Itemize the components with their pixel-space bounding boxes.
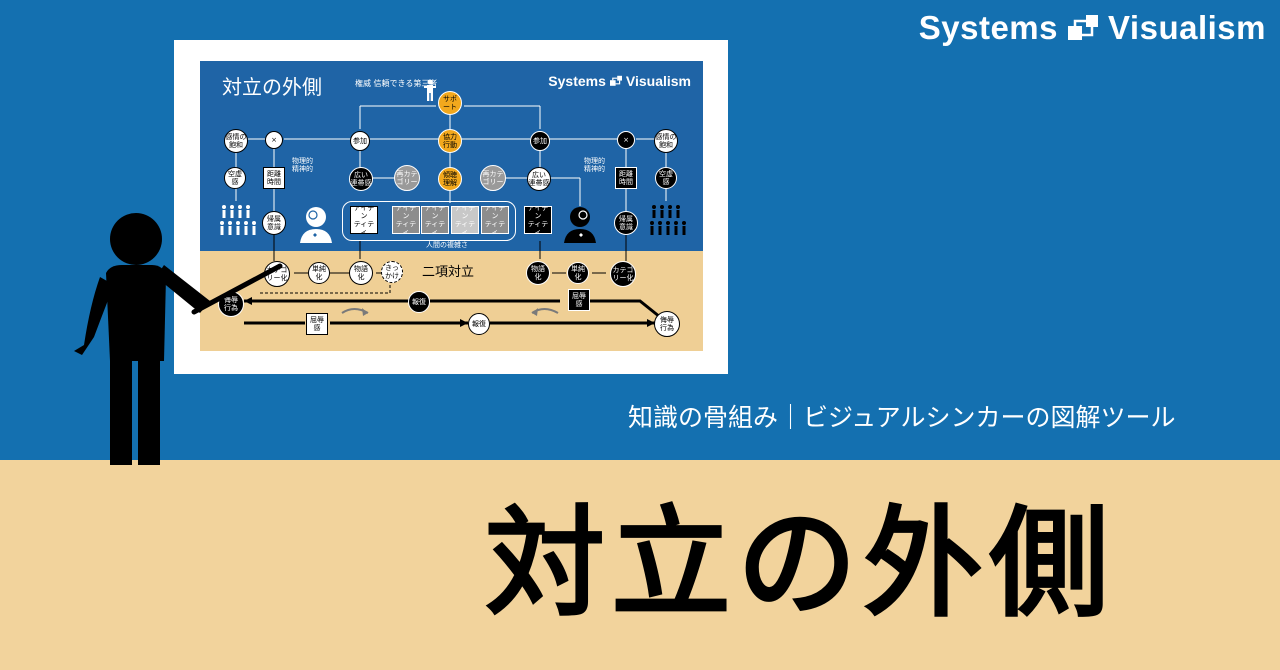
complexity-label: 人間の複雑さ — [426, 241, 468, 249]
node-participation-right: 参加 — [530, 131, 550, 151]
diagram-slide: 対立の外側 Systems Visualism 権威 信頼できる第三者 サポ ー… — [200, 61, 703, 351]
authority-label: 権威 信頼できる第三者 — [355, 79, 438, 88]
node-recategory-right: 再カテ ゴリー — [480, 165, 506, 191]
node-belonging-left: 帰属 意識 — [262, 211, 286, 235]
node-times-left: × — [265, 131, 283, 149]
physical-mental-label-left: 物理的 精神的 — [292, 157, 313, 173]
crowd-icon — [650, 205, 686, 235]
crowd-icon — [220, 205, 256, 235]
slide-brand-word-visualism: Visualism — [625, 73, 691, 89]
presenter-figure-icon — [74, 213, 210, 465]
node-distance-left: 距離 時間 — [263, 167, 285, 189]
thinking-head-icon — [300, 207, 332, 243]
node-revenge-left: 報復 — [408, 291, 430, 313]
node-times-right: × — [617, 131, 635, 149]
node-simplify-right: 単純 化 — [567, 262, 589, 284]
diagram-connections — [228, 105, 667, 327]
node-belonging-right: 帰属 意識 — [614, 211, 638, 235]
identity-box-3: アイデン ティティ — [421, 206, 449, 234]
node-affection-left: 感情の 飽和 — [224, 129, 248, 153]
brand-word-systems: Systems — [918, 9, 1059, 46]
brand-word-visualism: Visualism — [1108, 9, 1266, 46]
node-insult-right: 侮辱 行為 — [654, 311, 680, 337]
node-distance-right: 距離 時間 — [615, 167, 637, 189]
page-title: 対立の外側 — [485, 495, 1115, 634]
systems-visualism-logo-icon — [609, 75, 622, 86]
slide-title: 対立の外側 — [222, 75, 322, 99]
node-solidarity-right: 広い 連帯感 — [527, 167, 551, 191]
identity-box-2: アイデン ティティ — [392, 206, 420, 234]
node-affection-right: 感情の 飽和 — [654, 129, 678, 153]
slide-brand-word-systems: Systems — [548, 73, 606, 89]
identity-group — [342, 201, 516, 241]
node-trigger: きっ かけ — [381, 261, 403, 283]
title-band — [0, 460, 1280, 670]
node-vacuum-left: 空虚 感 — [224, 167, 246, 189]
identity-box-1: アイデン ティティ — [350, 206, 378, 234]
node-support: サポ ート — [438, 91, 462, 115]
pointer-stick-icon — [191, 263, 283, 315]
thinking-head-icon — [564, 207, 596, 243]
node-cooperation: 協力 行動 — [438, 129, 462, 153]
authority-person-icon — [424, 79, 436, 101]
subtitle: 知識の骨組み｜ビジュアルシンカーの図解ツール — [628, 403, 1176, 432]
physical-mental-label-right: 物理的 精神的 — [584, 157, 605, 173]
node-vacuum-right: 空虚 感 — [655, 167, 677, 189]
node-revenge-mid: 報復 — [468, 313, 490, 335]
identity-box-6: アイデン ティティ — [524, 206, 552, 234]
node-humiliation-right: 屈辱 感 — [568, 289, 590, 311]
node-listening: 傾聴 理解 — [438, 167, 462, 191]
systems-visualism-logo-icon — [1068, 15, 1099, 40]
node-categorize-right: カテゴ リー化 — [610, 261, 636, 287]
node-recategory-left: 再カテ ゴリー — [394, 165, 420, 191]
node-story-right: 物語 化 — [526, 261, 550, 285]
slide-brand-logo: Systems Visualism — [548, 73, 691, 89]
identity-box-4: アイデン ティティ — [451, 206, 479, 234]
node-participation-left: 参加 — [350, 131, 370, 151]
node-solidarity-left: 広い 連帯感 — [349, 167, 373, 191]
brand-logo: Systems Visualism — [919, 8, 1266, 48]
node-insult-left: 侮辱 行為 — [218, 291, 244, 317]
node-simplify-left: 単純 化 — [308, 262, 330, 284]
binary-opposition-label: 二項対立 — [422, 265, 475, 280]
node-humiliation-left: 屈辱 感 — [306, 313, 328, 335]
identity-box-5: アイデン ティティ — [481, 206, 509, 234]
node-story-left: 物語 化 — [349, 261, 373, 285]
